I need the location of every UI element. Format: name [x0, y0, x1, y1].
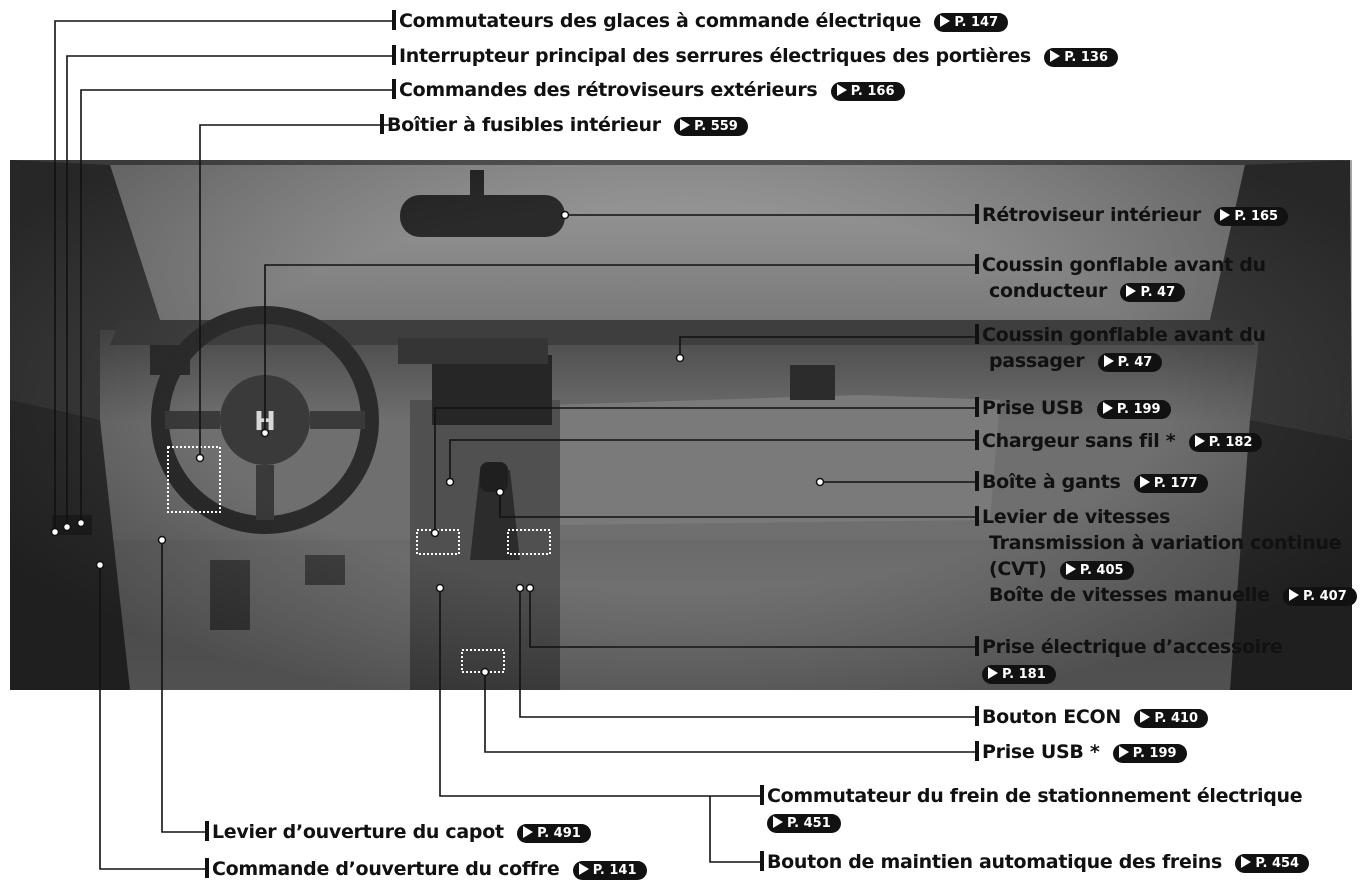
arrow-right-icon	[680, 119, 691, 131]
arrow-right-icon	[1065, 563, 1076, 575]
arrow-right-icon	[1103, 355, 1114, 367]
arrow-right-icon	[523, 826, 534, 838]
arrow-right-icon	[1118, 746, 1129, 758]
label-parking-brake: Commutateur du frein de stationnement él…	[760, 783, 1303, 835]
label-passenger-airbag: Coussin gonflable avant du passager P. 4…	[975, 322, 1266, 374]
arrow-right-icon	[836, 84, 847, 96]
arrow-right-icon	[1220, 209, 1231, 221]
page-ref-451[interactable]: P. 451	[767, 814, 841, 833]
label-shift-lever: Levier de vitesses Transmission à variat…	[975, 504, 1357, 608]
page-ref-147[interactable]: P. 147	[934, 13, 1009, 32]
arrow-right-icon	[1102, 402, 1113, 414]
page-ref-199-2[interactable]: P. 199	[1112, 744, 1187, 763]
label-trunk-release: Commande d’ouverture du coffre P. 141	[205, 856, 647, 882]
arrow-right-icon	[1289, 589, 1300, 601]
page-ref-181[interactable]: P. 181	[982, 665, 1056, 684]
page-ref-136[interactable]: P. 136	[1044, 48, 1119, 67]
arrow-right-icon	[1194, 435, 1205, 447]
arrow-right-icon	[578, 863, 589, 875]
page-ref-141[interactable]: P. 141	[572, 861, 647, 880]
arrow-right-icon	[1050, 50, 1061, 62]
page-ref-454[interactable]: P. 454	[1235, 854, 1310, 873]
label-door-lock: Interrupteur principal des serrures élec…	[392, 43, 1119, 69]
page-ref-47-passenger[interactable]: P. 47	[1097, 353, 1163, 372]
label-econ-button: Bouton ECON P. 410	[975, 704, 1209, 730]
label-rearview-mirror: Rétroviseur intérieur P. 165	[975, 202, 1289, 228]
label-hood-release: Levier d’ouverture du capot P. 491	[205, 819, 591, 845]
label-usb-port-2: Prise USB * P. 199	[975, 739, 1187, 765]
page-ref-491[interactable]: P. 491	[517, 824, 591, 843]
page-ref-166[interactable]: P. 166	[830, 82, 905, 101]
arrow-right-icon	[1140, 711, 1151, 723]
label-glove-box: Boîte à gants P. 177	[975, 469, 1208, 495]
arrow-right-icon	[1241, 856, 1252, 868]
arrow-right-icon	[988, 667, 998, 679]
label-wireless-charger: Chargeur sans fil * P. 182	[975, 428, 1263, 454]
page-ref-47-driver[interactable]: P. 47	[1120, 283, 1186, 302]
label-power-windows: Commutateurs des glaces à commande élect…	[392, 8, 1009, 34]
page-ref-177[interactable]: P. 177	[1133, 474, 1208, 493]
arrow-right-icon	[1139, 476, 1150, 488]
photo-background: H	[10, 160, 1352, 690]
page-ref-165[interactable]: P. 165	[1214, 207, 1289, 226]
label-accessory-socket: Prise électrique d’accessoire P. 181	[975, 634, 1283, 686]
arrow-right-icon	[773, 816, 783, 828]
label-brake-hold: Bouton de maintien automatique des frein…	[760, 849, 1310, 875]
arrow-right-icon	[1126, 285, 1137, 297]
page-ref-410[interactable]: P. 410	[1134, 709, 1209, 728]
label-mirror-controls: Commandes des rétroviseurs extérieurs P.…	[392, 77, 905, 103]
arrow-right-icon	[940, 15, 951, 27]
label-fuse-box: Boîtier à fusibles intérieur P. 559	[380, 112, 748, 138]
page-ref-182[interactable]: P. 182	[1188, 433, 1263, 452]
page-ref-199[interactable]: P. 199	[1096, 400, 1171, 419]
label-driver-airbag: Coussin gonflable avant du conducteur P.…	[975, 252, 1266, 304]
label-usb-port: Prise USB P. 199	[975, 395, 1171, 421]
page-ref-405[interactable]: P. 405	[1059, 561, 1134, 580]
page-ref-559[interactable]: P. 559	[674, 117, 748, 136]
page-ref-407[interactable]: P. 407	[1283, 587, 1357, 606]
